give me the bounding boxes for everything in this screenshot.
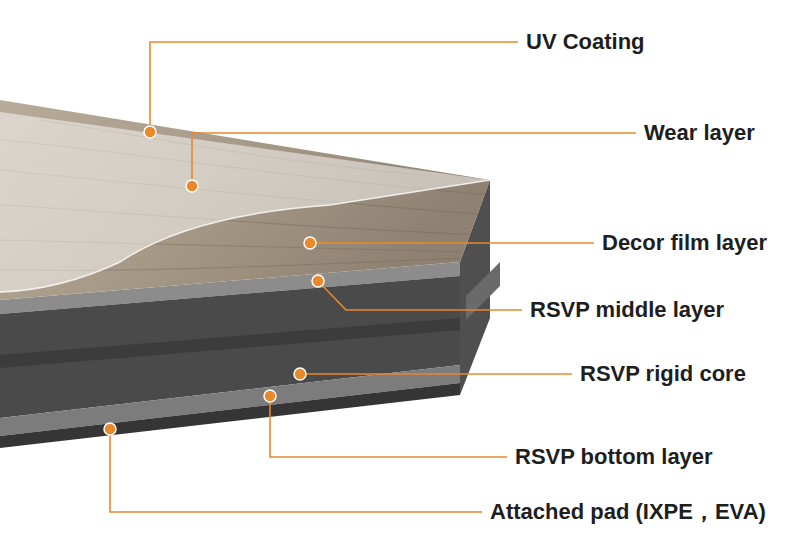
layer-label: RSVP bottom layer xyxy=(515,443,713,471)
layer-label: Wear layer xyxy=(644,119,755,147)
leader-lines xyxy=(110,42,636,512)
layer-label: Decor film layer xyxy=(602,229,767,257)
tongue xyxy=(466,262,500,320)
layer-label: RSVP middle layer xyxy=(530,296,724,324)
layer-label: UV Coating xyxy=(526,28,645,56)
attached-pad xyxy=(0,383,460,448)
leader-dots xyxy=(104,126,324,435)
groove xyxy=(0,318,460,368)
layer-label: RSVP rigid core xyxy=(580,360,746,388)
decor-surface xyxy=(0,100,490,300)
wear-layer-edge xyxy=(0,180,490,292)
wear-layer-sheet xyxy=(0,112,490,292)
layer-label: Attached pad (IXPE，EVA) xyxy=(490,498,766,526)
